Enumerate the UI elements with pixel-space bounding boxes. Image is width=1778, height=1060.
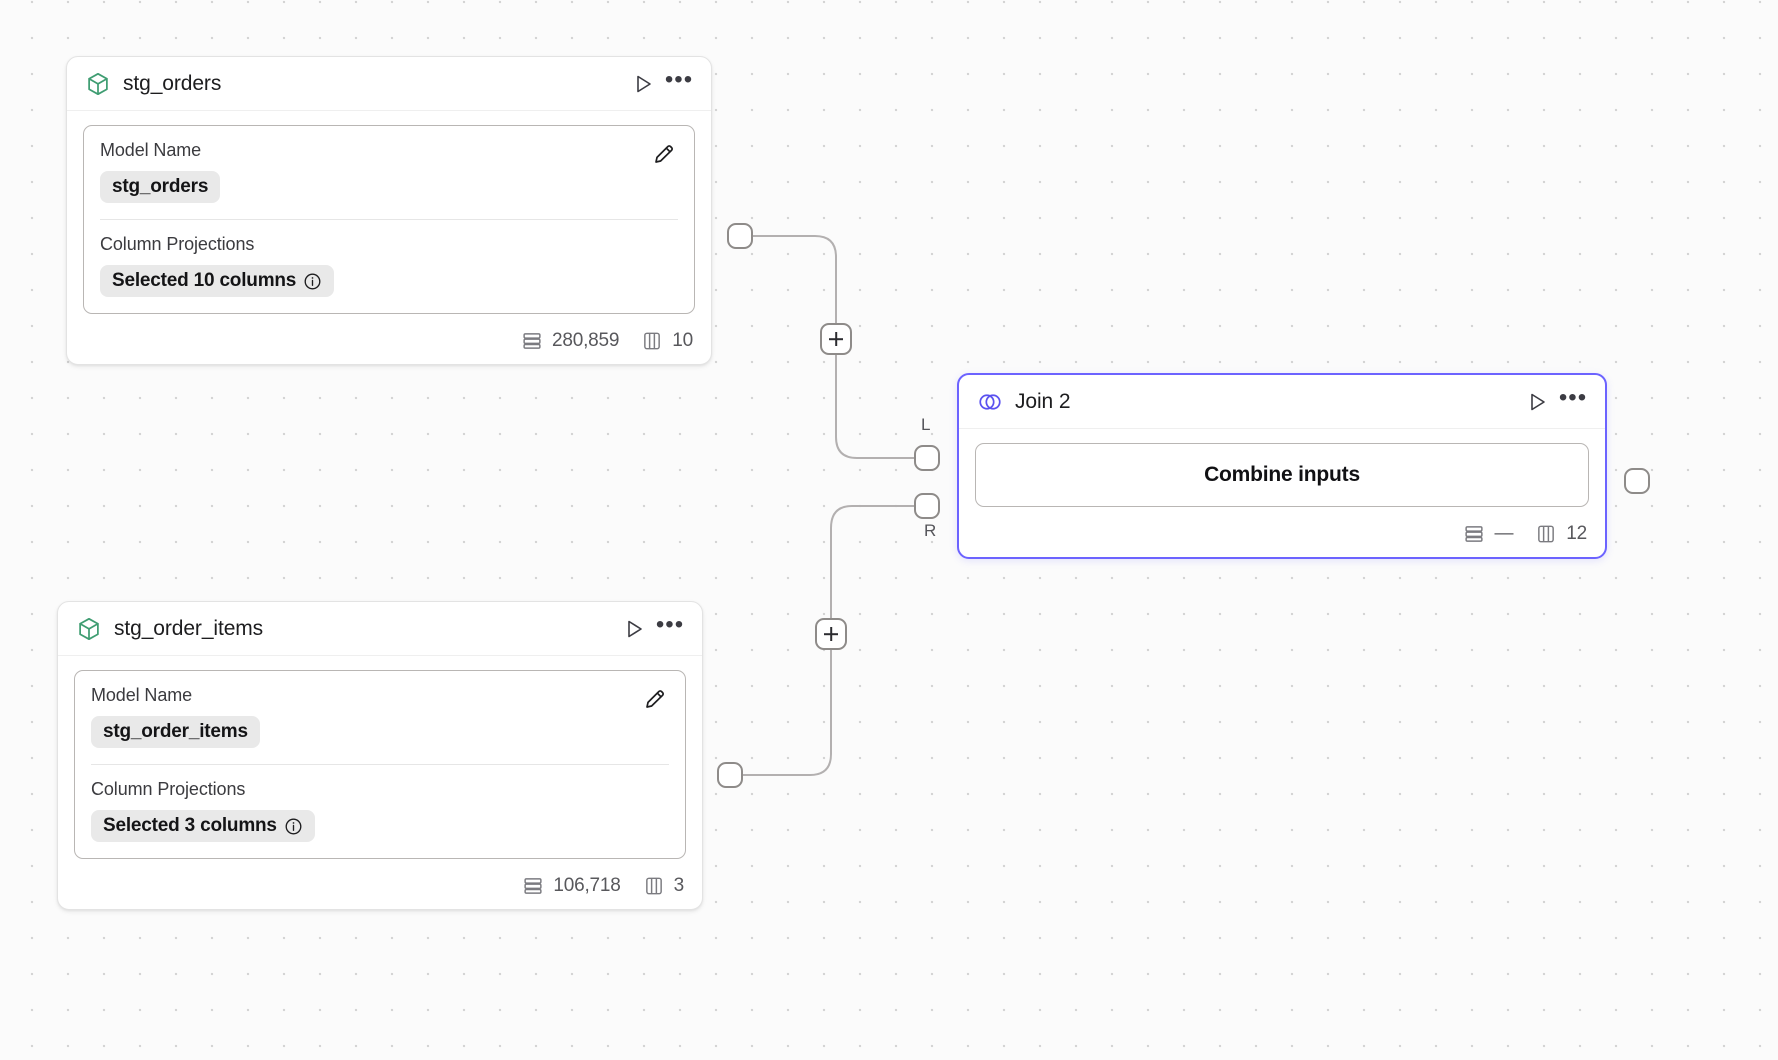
- columns-icon: [643, 875, 665, 897]
- column-projections-text: Selected 10 columns: [112, 270, 297, 291]
- model-name-value[interactable]: stg_order_items: [91, 716, 260, 748]
- node-title: Join 2: [1015, 389, 1071, 413]
- info-icon[interactable]: [303, 272, 322, 291]
- edit-model-name-button[interactable]: [650, 140, 678, 168]
- model-name-label: Model Name: [91, 685, 193, 705]
- model-config-panel: Model Name stg_orders Column Projections: [83, 125, 695, 314]
- venn-join-icon: [977, 389, 1003, 415]
- info-icon[interactable]: [284, 817, 303, 836]
- row-count-stat: 280,859: [521, 330, 619, 352]
- edit-model-name-button[interactable]: [641, 685, 669, 713]
- node-body: Combine inputs: [959, 429, 1605, 515]
- column-projections-text: Selected 3 columns: [103, 815, 277, 836]
- input-port-right[interactable]: [914, 493, 940, 519]
- rows-icon: [1463, 523, 1485, 545]
- column-count-value: 3: [673, 875, 685, 896]
- input-port-left[interactable]: [914, 445, 940, 471]
- column-projections-value[interactable]: Selected 10 columns: [100, 265, 335, 297]
- ellipsis-icon: •••: [655, 610, 685, 638]
- row-count-stat: 106,718: [522, 875, 621, 897]
- ellipsis-icon: •••: [664, 65, 694, 93]
- node-footer-stats: 280,859 10: [67, 322, 711, 364]
- column-count-stat: 3: [643, 875, 684, 897]
- rows-icon: [522, 875, 544, 897]
- rows-icon: [521, 330, 543, 352]
- node-footer-stats: — 12: [959, 515, 1605, 557]
- panel-divider: [100, 219, 678, 220]
- node-title: stg_orders: [123, 71, 222, 95]
- model-config-panel: Model Name stg_order_items Column Projec…: [74, 670, 686, 859]
- output-port-stg-order-items[interactable]: [717, 762, 743, 788]
- row-count-value: 106,718: [553, 875, 621, 896]
- model-name-label: Model Name: [100, 140, 202, 160]
- column-count-stat: 12: [1535, 523, 1587, 545]
- node-menu-button[interactable]: •••: [664, 65, 694, 98]
- node-menu-button[interactable]: •••: [655, 610, 685, 643]
- run-node-button[interactable]: [1523, 388, 1551, 416]
- row-count-stat: —: [1463, 523, 1513, 545]
- input-port-label-left: L: [921, 415, 931, 434]
- run-node-button[interactable]: [629, 70, 657, 98]
- row-count-value: 280,859: [551, 330, 620, 351]
- add-node-on-edge-top-button[interactable]: [820, 323, 852, 355]
- columns-icon: [641, 330, 663, 352]
- combine-inputs-button[interactable]: Combine inputs: [975, 443, 1589, 507]
- column-count-value: 12: [1566, 523, 1587, 544]
- node-header: Join 2 •••: [959, 375, 1605, 429]
- cube-icon: [85, 71, 111, 97]
- node-stg-order-items[interactable]: stg_order_items ••• Model Name stg_order…: [57, 601, 703, 910]
- node-body: Model Name stg_order_items Column Projec…: [58, 656, 702, 867]
- node-stg-orders[interactable]: stg_orders ••• Model Name stg_orders: [66, 56, 712, 365]
- model-name-row: Model Name stg_orders: [100, 140, 678, 203]
- model-name-row: Model Name stg_order_items: [91, 685, 669, 748]
- node-header: stg_orders •••: [67, 57, 711, 111]
- node-join-2[interactable]: Join 2 ••• Combine inputs: [957, 373, 1607, 559]
- row-count-value: —: [1494, 523, 1514, 544]
- column-projections-row: Column Projections Selected 10 columns: [100, 234, 678, 297]
- column-count-stat: 10: [641, 330, 693, 352]
- node-menu-button[interactable]: •••: [1558, 383, 1588, 416]
- panel-divider: [91, 764, 669, 765]
- output-port-join-2[interactable]: [1624, 468, 1650, 494]
- node-footer-stats: 106,718 3: [58, 867, 702, 909]
- node-body: Model Name stg_orders Column Projections: [67, 111, 711, 322]
- columns-icon: [1535, 523, 1557, 545]
- add-node-on-edge-bottom-button[interactable]: [815, 618, 847, 650]
- output-port-stg-orders[interactable]: [727, 223, 753, 249]
- run-node-button[interactable]: [620, 615, 648, 643]
- node-header: stg_order_items •••: [58, 602, 702, 656]
- ellipsis-icon: •••: [1558, 383, 1588, 411]
- node-title: stg_order_items: [114, 616, 264, 640]
- column-count-value: 10: [672, 330, 693, 351]
- column-projections-value[interactable]: Selected 3 columns: [91, 810, 315, 842]
- column-projections-label: Column Projections: [100, 234, 255, 254]
- column-projections-row: Column Projections Selected 3 columns: [91, 779, 669, 842]
- model-name-value[interactable]: stg_orders: [100, 171, 221, 203]
- cube-icon: [76, 616, 102, 642]
- column-projections-label: Column Projections: [91, 779, 246, 799]
- input-port-label-right: R: [924, 521, 937, 540]
